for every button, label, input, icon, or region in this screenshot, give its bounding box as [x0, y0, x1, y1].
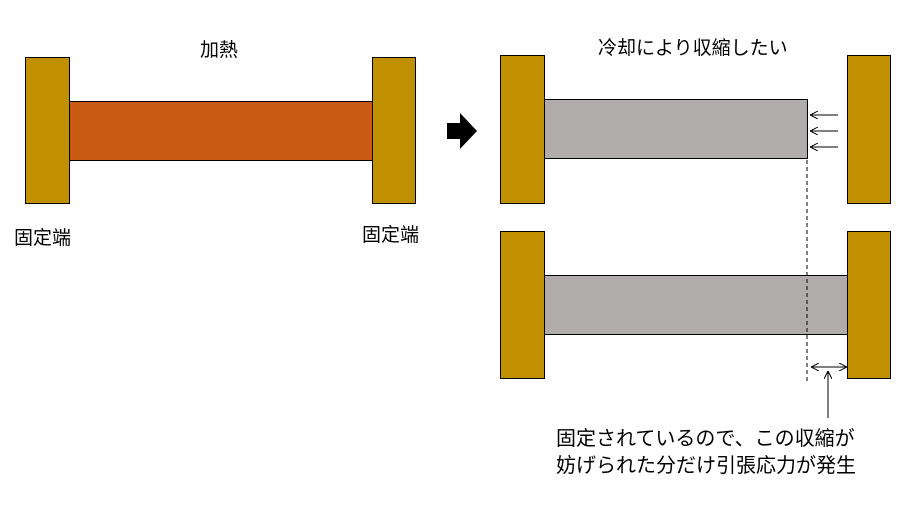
note-line-1: 固定されているので、この収縮が	[556, 426, 855, 450]
fixed-end-label-right: 固定端	[362, 224, 420, 246]
cooled-rod-shrinking	[544, 99, 808, 159]
heating-title: 加熱	[200, 39, 239, 61]
cooling-right-wall	[847, 55, 891, 204]
heated-rod	[69, 101, 373, 161]
fixed-right-wall-bottom	[847, 231, 891, 379]
shrink-arrows-icon	[811, 115, 838, 147]
right-fixed-wall	[372, 57, 416, 204]
cooling-left-wall	[500, 55, 545, 204]
left-fixed-wall	[25, 57, 70, 204]
fixed-left-wall-bottom	[500, 231, 545, 379]
note-line-2: 妨げられた分だけ引張応力が発生	[556, 453, 856, 477]
restrained-rod	[544, 275, 848, 335]
fixed-end-label-left: 固定端	[14, 227, 72, 249]
cooling-title: 冷却により収縮したい	[598, 37, 788, 59]
